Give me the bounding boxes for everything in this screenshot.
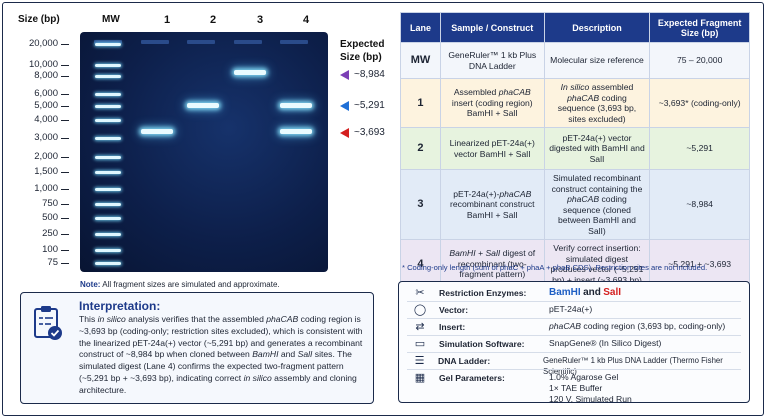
size-label-500: 500 bbox=[42, 212, 58, 223]
header-sample: Sample / Construct bbox=[439, 12, 545, 43]
well-mw bbox=[94, 40, 122, 44]
blue-arrow-icon bbox=[340, 100, 349, 111]
calendar-icon: ▦ bbox=[414, 372, 426, 384]
size-label-75: 75 bbox=[47, 257, 58, 268]
ladder-band-1500 bbox=[95, 171, 121, 174]
lane-4-header: 4 bbox=[302, 14, 310, 26]
plasmid-circle-icon: ◯ bbox=[413, 304, 427, 316]
size-label-4000: 4,000 bbox=[34, 114, 58, 125]
ladder-band-5000 bbox=[95, 105, 121, 108]
well-lane-4 bbox=[280, 40, 308, 44]
ladder-band-4000 bbox=[95, 119, 121, 122]
table-row: MW GeneRuler™ 1 kb Plus DNA Ladder Molec… bbox=[400, 42, 750, 79]
size-label-100: 100 bbox=[42, 244, 58, 255]
lane-3-header: 3 bbox=[256, 14, 264, 26]
ladder-band-250 bbox=[95, 233, 121, 236]
ladder-band-75 bbox=[95, 262, 121, 265]
size-tick bbox=[61, 263, 69, 264]
table-row: 4 BamHI + SalI digest of recombinant (tw… bbox=[400, 239, 750, 289]
size-tick bbox=[61, 94, 69, 95]
well-lane-3 bbox=[234, 40, 262, 44]
size-tick bbox=[61, 138, 69, 139]
expected-size-header: Expected Size (bp) bbox=[340, 39, 385, 63]
size-label-1500: 1,500 bbox=[34, 166, 58, 177]
size-label-750: 750 bbox=[42, 198, 58, 209]
interpretation-text: This in silico analysis verifies that th… bbox=[79, 314, 363, 395]
param-row-ladder: ☰ DNA Ladder: GeneRuler™ 1 kb Plus DNA L… bbox=[399, 355, 749, 377]
ladder-band-2000 bbox=[95, 156, 121, 159]
size-tick bbox=[61, 157, 69, 158]
lane-summary-table: Lane Sample / Construct Description Expe… bbox=[400, 12, 750, 289]
ladder-band-3000 bbox=[95, 137, 121, 140]
expected-marker-3693: ~3,693 bbox=[340, 127, 385, 138]
param-row-gel: ▦ Gel Parameters: 1.0% Agarose Gel 1× TA… bbox=[399, 372, 749, 405]
size-label-10000: 10,000 bbox=[28, 59, 58, 70]
header-expected-size: Expected Fragment Size (bp) bbox=[649, 12, 750, 43]
size-label-250: 250 bbox=[42, 228, 58, 239]
size-label-6000: 6,000 bbox=[34, 88, 58, 99]
lane-1-header: 1 bbox=[163, 14, 171, 26]
param-row-insert: ⇄ Insert: phaCAB coding region (3,693 bp… bbox=[399, 321, 749, 333]
ladder-band-750 bbox=[95, 203, 121, 206]
header-lane: Lane bbox=[400, 12, 441, 43]
mw-lane-header: MW bbox=[102, 14, 120, 25]
size-label-2000: 2,000 bbox=[34, 151, 58, 162]
band-lane-4-3693 bbox=[280, 129, 312, 134]
band-lane-4-5291 bbox=[280, 103, 312, 108]
size-label-8000: 8,000 bbox=[34, 70, 58, 81]
size-tick bbox=[61, 250, 69, 251]
ladder-band-20000 bbox=[95, 43, 121, 46]
expected-marker-8984: ~8,984 bbox=[340, 69, 385, 80]
clipboard-check-icon bbox=[34, 306, 62, 340]
monitor-icon: ▭ bbox=[414, 338, 426, 350]
size-label-20000: 20,000 bbox=[28, 38, 58, 49]
band-lane-3-8984 bbox=[234, 70, 266, 75]
size-label-1000: 1,000 bbox=[34, 183, 58, 194]
size-tick bbox=[61, 204, 69, 205]
insert-dna-icon: ⇄ bbox=[415, 321, 425, 333]
table-footnote: * Coding-only length (sum of phaC + phaA… bbox=[402, 263, 708, 272]
size-label-5000: 5,000 bbox=[34, 100, 58, 111]
ladder-band-6000 bbox=[95, 93, 121, 96]
ladder-icon: ☰ bbox=[414, 355, 425, 367]
ladder-band-8000 bbox=[95, 75, 121, 78]
size-axis-header: Size (bp) bbox=[18, 14, 60, 25]
param-row-vector: ◯ Vector: pET-24a(+) bbox=[399, 304, 749, 316]
table-row: 2 Linearized pET-24a(+) vector BamHI + S… bbox=[400, 127, 750, 170]
band-lane-1-3693 bbox=[141, 129, 173, 134]
red-arrow-icon bbox=[340, 127, 349, 138]
size-tick bbox=[61, 234, 69, 235]
param-row-software: ▭ Simulation Software: SnapGene® (In Sil… bbox=[399, 338, 749, 350]
size-tick bbox=[61, 76, 69, 77]
gel-note: Note: All fragment sizes are simulated a… bbox=[80, 280, 280, 289]
size-tick bbox=[61, 172, 69, 173]
size-label-3000: 3,000 bbox=[34, 132, 58, 143]
table-row: 3 pET-24a(+)-phaCAB recombinant construc… bbox=[400, 169, 750, 240]
parameters-box: ✂ Restriction Enzymes: BamHI and SalI ◯ … bbox=[398, 281, 750, 405]
well-lane-1 bbox=[141, 40, 169, 44]
size-tick bbox=[61, 218, 69, 219]
size-tick bbox=[61, 65, 69, 66]
lane-2-header: 2 bbox=[209, 14, 217, 26]
header-description: Description bbox=[543, 12, 651, 43]
ladder-band-500 bbox=[95, 217, 121, 220]
param-row-enzymes: ✂ Restriction Enzymes: BamHI and SalI bbox=[399, 287, 749, 299]
size-tick bbox=[61, 106, 69, 107]
table-row: 1 Assembled phaCAB insert (coding region… bbox=[400, 78, 750, 128]
size-tick bbox=[61, 44, 69, 45]
scissors-icon: ✂ bbox=[415, 287, 425, 299]
size-tick bbox=[61, 120, 69, 121]
band-lane-2-5291 bbox=[187, 103, 219, 108]
size-tick bbox=[61, 189, 69, 190]
ladder-band-1000 bbox=[95, 188, 121, 191]
purple-arrow-icon bbox=[340, 69, 349, 80]
interpretation-title: Interpretation: bbox=[79, 299, 161, 313]
interpretation-box: Interpretation: This in silico analysis … bbox=[20, 292, 374, 404]
expected-marker-5291: ~5,291 bbox=[340, 100, 385, 111]
agarose-gel-image bbox=[80, 32, 328, 272]
ladder-band-10000 bbox=[95, 64, 121, 67]
ladder-band-100 bbox=[95, 249, 121, 252]
well-lane-2 bbox=[187, 40, 215, 44]
